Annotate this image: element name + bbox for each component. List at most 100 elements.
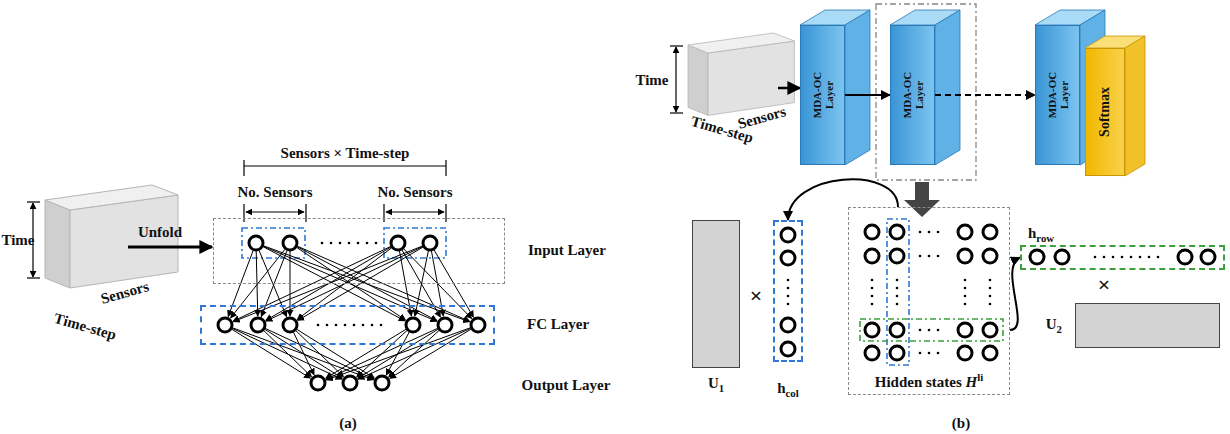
- node-label: hrow: [1028, 225, 1054, 244]
- ellipsis-dot: [1148, 256, 1151, 259]
- ellipsis-dot: [344, 324, 347, 327]
- ellipsis-dot: [919, 352, 922, 355]
- neuron: [865, 249, 879, 263]
- ellipsis-dot: [787, 279, 790, 282]
- connector: [935, 94, 1035, 96]
- node-label: MDA-OC Layer: [1045, 64, 1069, 126]
- neuron: [218, 318, 232, 332]
- row-vector: hrow: [1020, 245, 1225, 270]
- ellipsis-dot: [326, 324, 329, 327]
- ellipsis-dot: [896, 287, 899, 290]
- ellipsis-dot: [928, 255, 931, 258]
- ellipsis-dot: [1103, 256, 1106, 259]
- text-label: Sensors × Time-step: [281, 145, 410, 162]
- ellipsis-dot: [371, 324, 374, 327]
- ellipsis-dot: [330, 242, 333, 245]
- expand-arrow: [904, 182, 940, 217]
- connector: [788, 179, 898, 220]
- ellipsis-dot: [937, 231, 940, 234]
- neuron: [1178, 250, 1192, 264]
- ellipsis-dot: [1130, 256, 1133, 259]
- node-label: FC Layer: [527, 316, 589, 333]
- node-label: MDA-OC Layer: [900, 64, 924, 126]
- node-label: MDA-OC Layer: [810, 64, 834, 126]
- focus-frame: [876, 4, 976, 180]
- text-label: Time-step: [52, 310, 118, 344]
- neuron: [251, 318, 265, 332]
- node-label: Hidden states Hli: [873, 371, 986, 391]
- text-label: (b): [952, 415, 970, 432]
- neuron: [343, 376, 357, 390]
- unfold-arrow: [128, 246, 212, 249]
- layer-depth: [800, 10, 1105, 165]
- text-label: Time: [635, 72, 668, 89]
- neuron: [890, 323, 904, 337]
- connector: [845, 94, 890, 96]
- ellipsis-dot: [928, 231, 931, 234]
- text-label: Time: [1, 232, 34, 249]
- column-highlight: [887, 219, 909, 365]
- ellipsis-dot: [937, 352, 940, 355]
- ellipsis-dot: [353, 324, 356, 327]
- ellipsis-dot: [339, 242, 342, 245]
- neuron: [406, 318, 420, 332]
- neuron: [1030, 250, 1044, 264]
- ellipsis-dot: [964, 287, 967, 290]
- neuron-group: [242, 228, 305, 258]
- mda-oc-layer: MDA-OC Layer: [890, 25, 935, 165]
- neuron: [391, 236, 405, 250]
- node-label: Input Layer: [528, 242, 606, 259]
- weight-link: [358, 328, 471, 379]
- ellipsis-dot: [1121, 256, 1124, 259]
- text-label: Sensors: [99, 278, 151, 308]
- softmax-layer: Softmax: [1085, 48, 1125, 176]
- ellipsis-dot: [989, 303, 992, 306]
- input-arrow: [778, 87, 800, 90]
- ellipsis-dot: [919, 231, 922, 234]
- softmax-depth: [1085, 36, 1145, 176]
- ellipsis-dot: [896, 303, 899, 306]
- ellipsis-dot: [896, 295, 899, 298]
- text-label: ×: [1098, 272, 1111, 298]
- neuron: [983, 346, 997, 360]
- matrix-u2: U2: [1075, 303, 1220, 348]
- matrix-u1: U1: [692, 220, 740, 368]
- text-label: Sensors: [736, 103, 788, 133]
- weight-link: [326, 328, 438, 379]
- fc-layer-band: FC Layer: [200, 305, 495, 345]
- ellipsis-dot: [989, 287, 992, 290]
- neuron: [958, 346, 972, 360]
- weight-link: [326, 328, 470, 380]
- text-label: (a): [339, 415, 357, 432]
- neuron: [249, 236, 263, 250]
- ellipsis-dot: [348, 242, 351, 245]
- ellipsis-dot: [321, 242, 324, 245]
- neuron: [958, 225, 972, 239]
- ellipsis-dot: [1157, 256, 1160, 259]
- neuron: [438, 318, 452, 332]
- weight-link: [265, 328, 374, 379]
- neuron: [983, 249, 997, 263]
- ellipsis-dot: [787, 287, 790, 290]
- ellipsis-dot: [928, 352, 931, 355]
- neuron: [865, 323, 879, 337]
- neuron: [890, 346, 904, 360]
- neuron: [865, 346, 879, 360]
- ellipsis-dot: [787, 295, 790, 298]
- ellipsis-dot: [896, 279, 899, 282]
- neuron: [781, 251, 795, 265]
- text-label: No. Sensors: [377, 184, 452, 201]
- mda-oc-layer: MDA-OC Layer: [800, 25, 845, 165]
- ellipsis-dot: [964, 279, 967, 282]
- ellipsis-dot: [871, 303, 874, 306]
- neuron: [283, 236, 297, 250]
- ellipsis-dot: [937, 329, 940, 332]
- neuron: [781, 228, 795, 242]
- row-highlight: [860, 319, 1003, 341]
- ellipsis-dot: [871, 295, 874, 298]
- weight-link: [232, 328, 342, 379]
- neuron: [865, 225, 879, 239]
- ellipsis-dot: [362, 324, 365, 327]
- ellipsis-dot: [964, 303, 967, 306]
- neuron: [283, 318, 297, 332]
